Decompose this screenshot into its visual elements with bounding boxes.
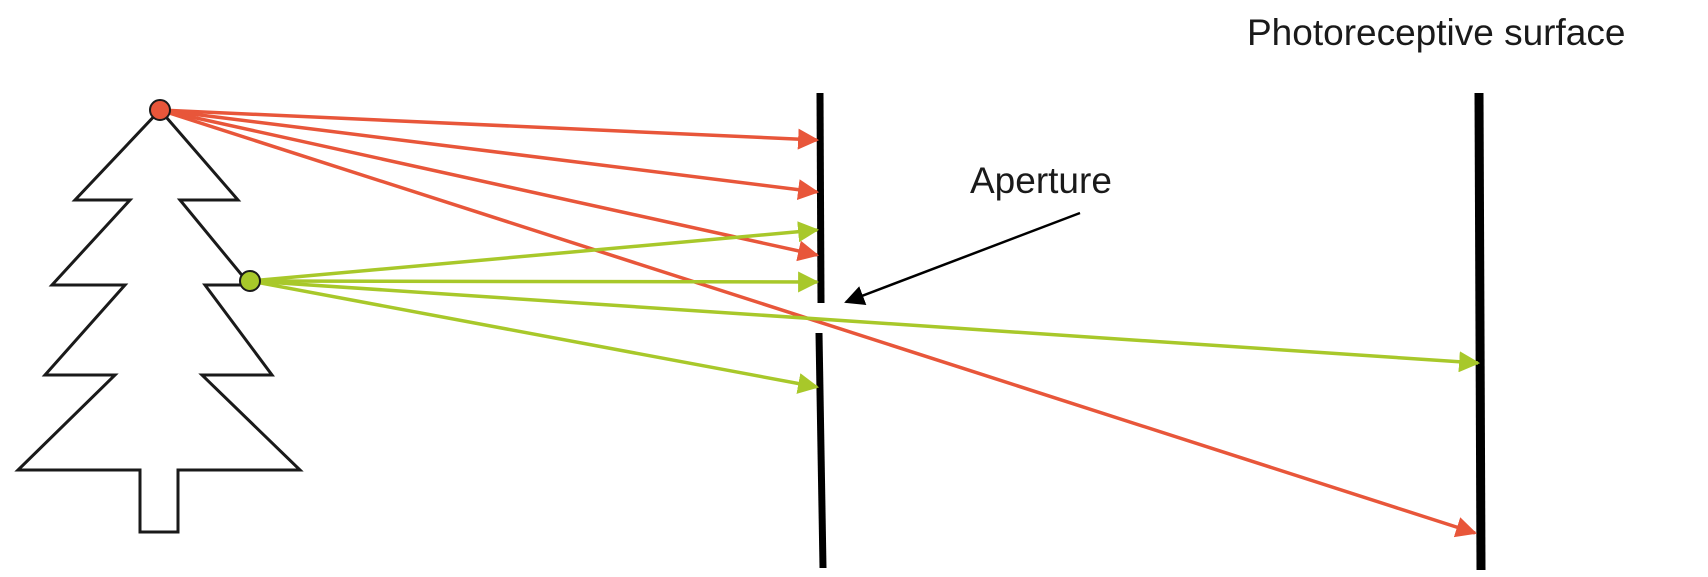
green-ray <box>249 271 820 293</box>
pine-tree-icon <box>14 108 304 534</box>
aperture-annotation-arrow <box>844 211 1081 305</box>
photoreceptive-surface <box>1474 92 1486 571</box>
red-ray <box>159 108 820 262</box>
red-ray-through-aperture <box>159 108 1477 538</box>
green-ray <box>249 221 820 283</box>
red-rays <box>159 108 1477 538</box>
aperture-label: Aperture <box>970 160 1112 201</box>
green-source-point <box>239 270 261 292</box>
red-source-point <box>149 99 171 121</box>
aperture-barrier <box>815 92 827 569</box>
aperture-barrier-lower <box>815 332 827 569</box>
red-ray <box>159 108 820 150</box>
aperture-barrier-upper <box>816 92 825 304</box>
green-ray-through-aperture <box>249 279 1481 373</box>
green-rays <box>249 221 1481 394</box>
photoreceptive-surface-label: Photoreceptive surface <box>1247 12 1626 53</box>
red-ray <box>159 108 820 201</box>
green-ray <box>249 279 820 394</box>
